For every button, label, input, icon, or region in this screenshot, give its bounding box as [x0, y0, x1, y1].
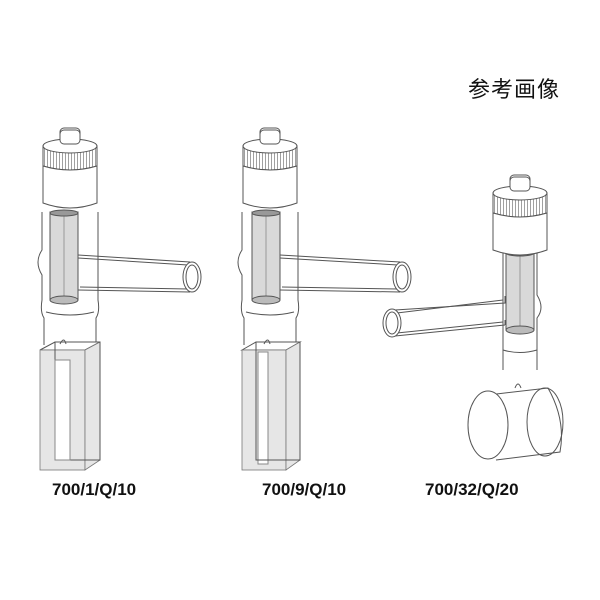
- model-label-700-1-q-10: 700/1/Q/10: [52, 480, 137, 499]
- device-700-32-q-20: [382, 174, 564, 461]
- model-label-700-9-q-10: 700/9/Q/10: [262, 480, 347, 499]
- model-label-700-32-q-20: 700/32/Q/20: [425, 480, 519, 499]
- reference-image-label: 参考画像: [468, 78, 561, 103]
- device-700-1-q-10: [37, 127, 202, 471]
- device-700-9-q-10: [237, 127, 412, 471]
